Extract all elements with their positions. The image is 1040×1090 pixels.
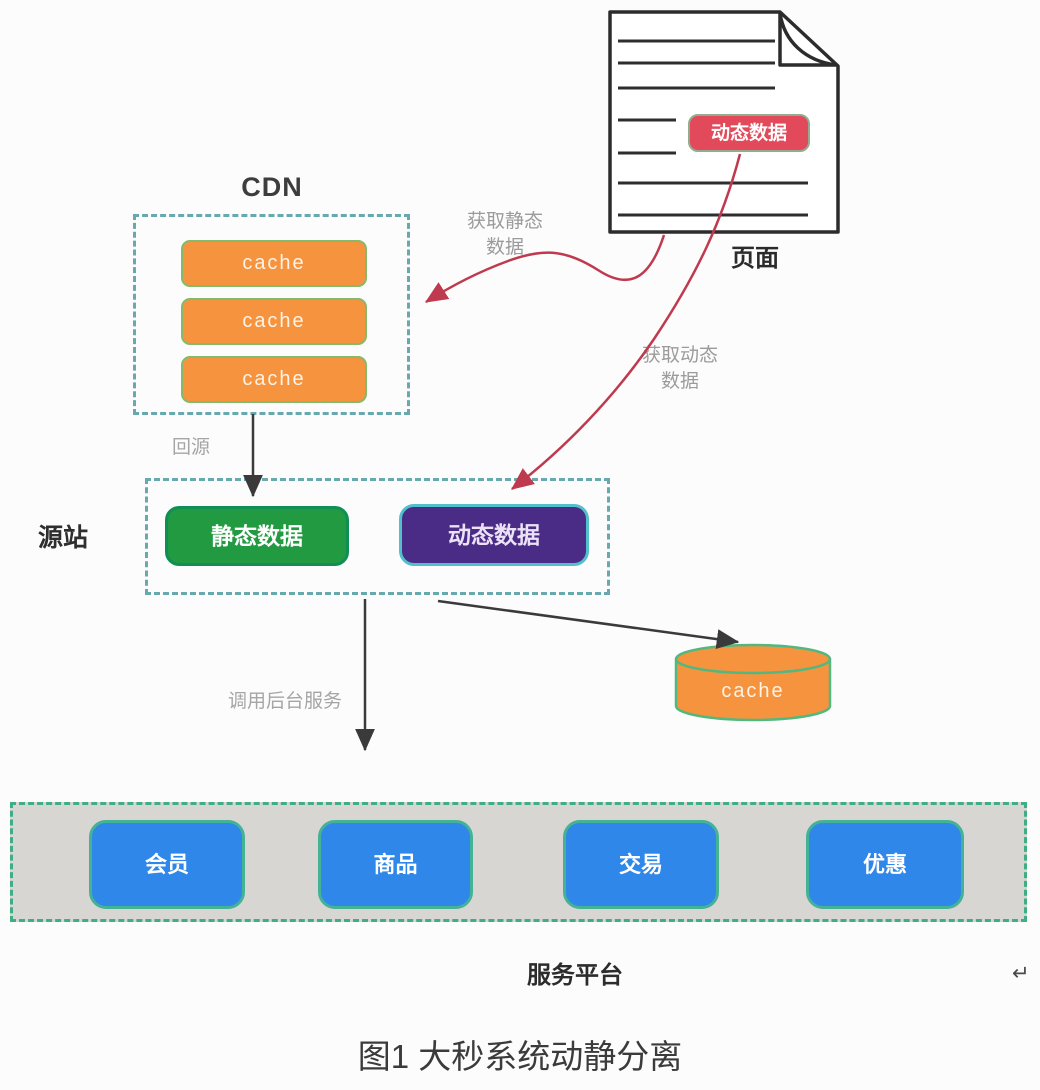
cdn-group-box: cache cache cache (133, 214, 410, 415)
cache-database-icon: cache (674, 643, 832, 722)
service-product: 商品 (318, 820, 473, 909)
service-coupon: 优惠 (806, 820, 964, 909)
dynamic-data-badge: 动态数据 (688, 114, 810, 152)
edge-label-get-dynamic-data: 获取动态 数据 (641, 345, 718, 392)
service-platform-label: 服务平台 (527, 962, 623, 989)
page-label: 页面 (731, 245, 779, 272)
edge-label-back-to-origin: 回源 (172, 437, 211, 458)
cylinder-top (674, 643, 832, 675)
service-trade: 交易 (563, 820, 719, 909)
paragraph-return-mark: ↵ (1012, 962, 1030, 985)
origin-group-box: 静态数据 动态数据 (145, 478, 610, 595)
edge-label-get-static-data: 获取静态 数据 (466, 211, 543, 258)
origin-site-label: 源站 (38, 524, 89, 552)
dynamic-data-node: 动态数据 (399, 504, 589, 566)
cache-db-label: cache (721, 680, 784, 702)
arrow-origin-to-cache (437, 599, 740, 650)
service-member: 会员 (89, 820, 245, 909)
static-data-node: 静态数据 (165, 506, 349, 566)
figure-caption: 图1 大秒系统动静分离 (357, 1038, 683, 1075)
cylinder-body (674, 659, 832, 722)
service-platform-box: 会员 商品 交易 优惠 (10, 802, 1027, 922)
edge-label-call-backend: 调用后台服务 (228, 691, 343, 712)
cdn-cache-node: cache (181, 240, 367, 287)
cdn-cache-node: cache (181, 298, 367, 345)
page-fold-corner (778, 11, 838, 67)
cdn-cache-node: cache (181, 356, 367, 403)
cdn-label: CDN (241, 172, 303, 202)
